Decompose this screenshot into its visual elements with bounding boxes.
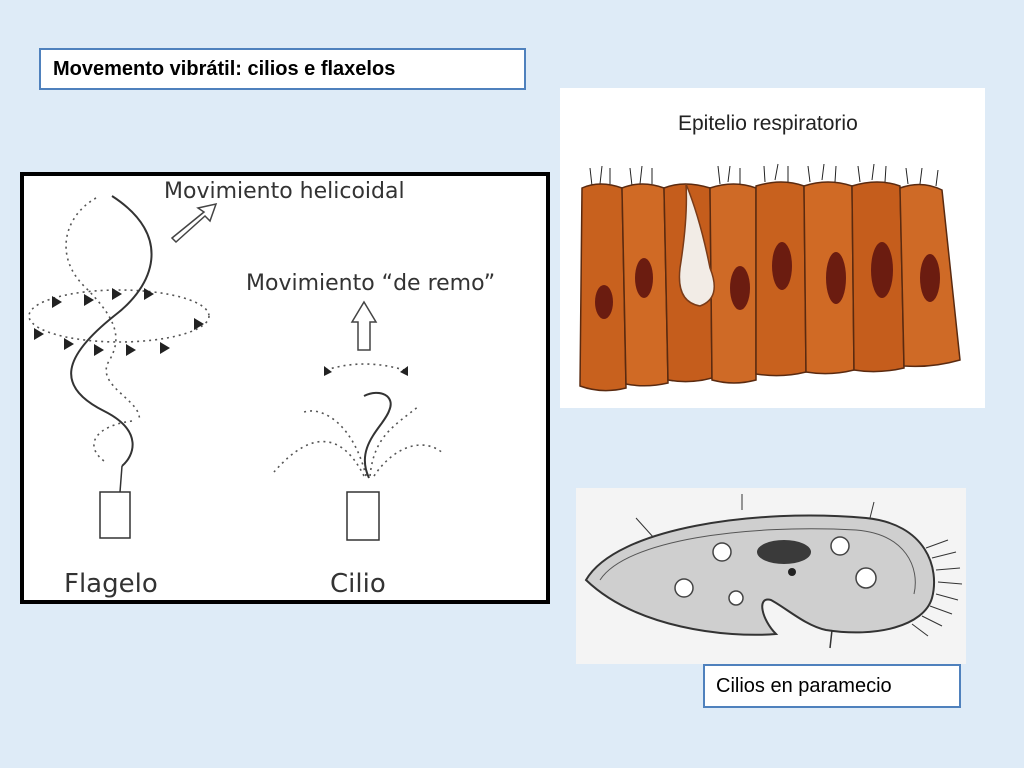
rowing-arc xyxy=(325,363,405,371)
respiratory-epithelium-figure: Epitelio respiratorio xyxy=(560,88,985,408)
cilium-label: Cilio xyxy=(330,569,386,599)
pointer-line xyxy=(829,629,833,649)
up-arrow-icon xyxy=(350,300,378,351)
arrowhead-icon xyxy=(84,294,94,306)
arrowhead-icon xyxy=(112,288,122,300)
paramecium-caption: Cilios en paramecio xyxy=(703,664,961,708)
slide-title: Movemento vibrátil: cilios e flaxelos xyxy=(39,48,526,90)
epithelium-nuclei xyxy=(595,242,940,319)
movement-diagram-svg: Movimiento helicoidal Flage xyxy=(28,179,495,599)
arrowhead-icon xyxy=(324,366,332,376)
flagellum-cell xyxy=(99,491,131,539)
paramecium-figure xyxy=(576,488,966,664)
arrowhead-icon xyxy=(160,342,170,354)
cilium-line xyxy=(363,391,392,479)
epithelium-title: Epitelio respiratorio xyxy=(678,112,858,135)
cilium-cell xyxy=(346,491,380,541)
epithelium-svg: Epitelio respiratorio xyxy=(579,112,961,392)
paramecium-nucleus xyxy=(757,540,811,564)
paramecium-vacuoles xyxy=(674,536,877,606)
arrowhead-icon xyxy=(126,344,136,356)
flagellum-label: Flagelo xyxy=(64,569,158,599)
paramecium-micronucleus xyxy=(788,568,796,576)
paramecium-cilia xyxy=(635,494,963,637)
arrowhead-icon xyxy=(94,344,104,356)
arrowhead-icon xyxy=(194,318,204,330)
paramecium-svg xyxy=(584,494,963,649)
arrowhead-icon xyxy=(64,338,74,350)
helical-movement-label: Movimiento helicoidal xyxy=(164,179,405,204)
cilium-positions xyxy=(273,405,445,477)
arrowhead-icon xyxy=(400,366,408,376)
paramecium-pellicle xyxy=(599,528,916,595)
rowing-movement-label: Movimiento “de remo” xyxy=(246,271,495,296)
helical-arrow-icon xyxy=(170,202,218,244)
paramecium-body xyxy=(584,514,936,636)
movement-diagram: Movimiento helicoidal Flage xyxy=(20,172,550,604)
flagellum-base xyxy=(119,465,123,493)
goblet-cell xyxy=(678,183,715,307)
arrowhead-icon xyxy=(52,296,62,308)
arrowhead-icon xyxy=(34,328,44,340)
epithelium-cilia xyxy=(589,163,939,187)
flagellum-envelope xyxy=(65,197,140,462)
flagellum-line xyxy=(70,195,153,467)
helical-rotation-ellipses xyxy=(28,288,210,356)
arrowhead-icon xyxy=(144,288,154,300)
